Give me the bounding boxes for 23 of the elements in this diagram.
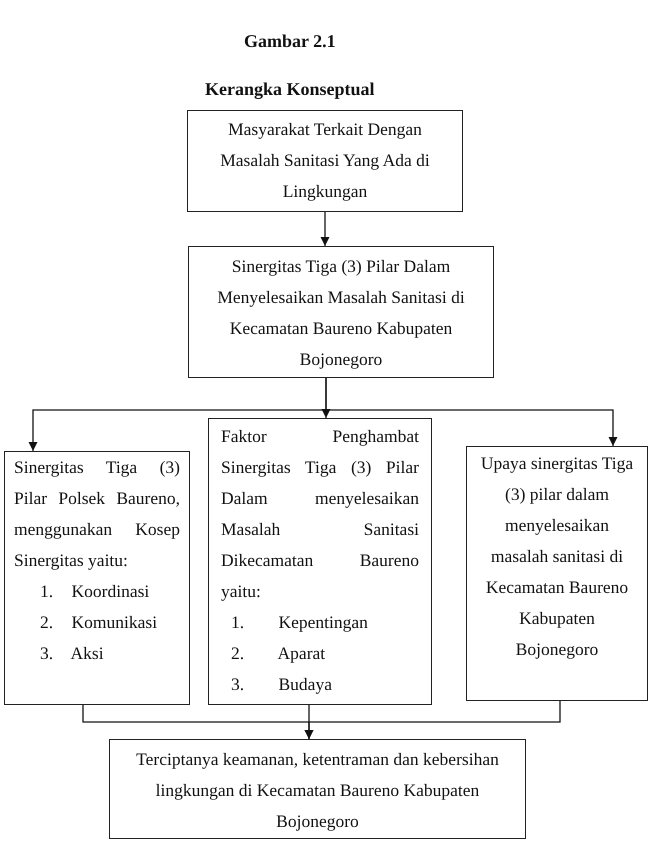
process-box: [109, 739, 526, 839]
process-box: [187, 110, 463, 212]
arrow: [325, 378, 618, 446]
box-text: Upaya sinergitas Tiga (3) pilar dalam menyelesaikan masalah sanitasi di Kecamatan Baureno Kabupaten Bojonegoro: [480, 452, 634, 661]
process-box: [4, 451, 190, 705]
box-text: Faktor Penghambat Sinergitas Tiga (3) Pilar Dalam menyelesaikan Masalah Sanitasi Dikecamatan Baureno yaitu:: [221, 425, 419, 603]
box-text: Terciptanya keamanan, ketentraman dan kebersihan lingkungan di Kecamatan Baureno Kabupaten Bojonegoro: [135, 748, 500, 833]
list-item: 2. Komunikasi: [39, 611, 158, 634]
list-item: 1. Koordinasi: [39, 580, 150, 603]
box-text: Sinergitas Tiga (3) Pilar Dalam Menyelesaikan Masalah Sanitasi di Kecamatan Baureno Kabupaten Bojonegoro: [216, 255, 466, 371]
arrow: [320, 212, 330, 246]
box-text: Sinergitas Tiga (3) Pilar Polsek Baureno, menggunakan Kosep Sinergitas yaitu:: [14, 456, 180, 572]
diagram-title: Kerangka Konseptual: [205, 79, 375, 100]
box-text: Masyarakat Terkait Dengan Masalah Sanitasi Yang Ada di Lingkungan: [219, 118, 431, 203]
process-box: [208, 418, 432, 705]
list-item: 2. Aparat: [230, 642, 326, 665]
figure-number: Gambar 2.1: [244, 31, 336, 52]
process-box: [466, 446, 648, 701]
arrow: [304, 701, 561, 739]
list-item: 3. Budaya: [230, 673, 332, 696]
process-box: [188, 246, 494, 378]
list-item: 3. Aksi: [39, 642, 104, 665]
list-item: 1. Kepentingan: [230, 611, 368, 634]
